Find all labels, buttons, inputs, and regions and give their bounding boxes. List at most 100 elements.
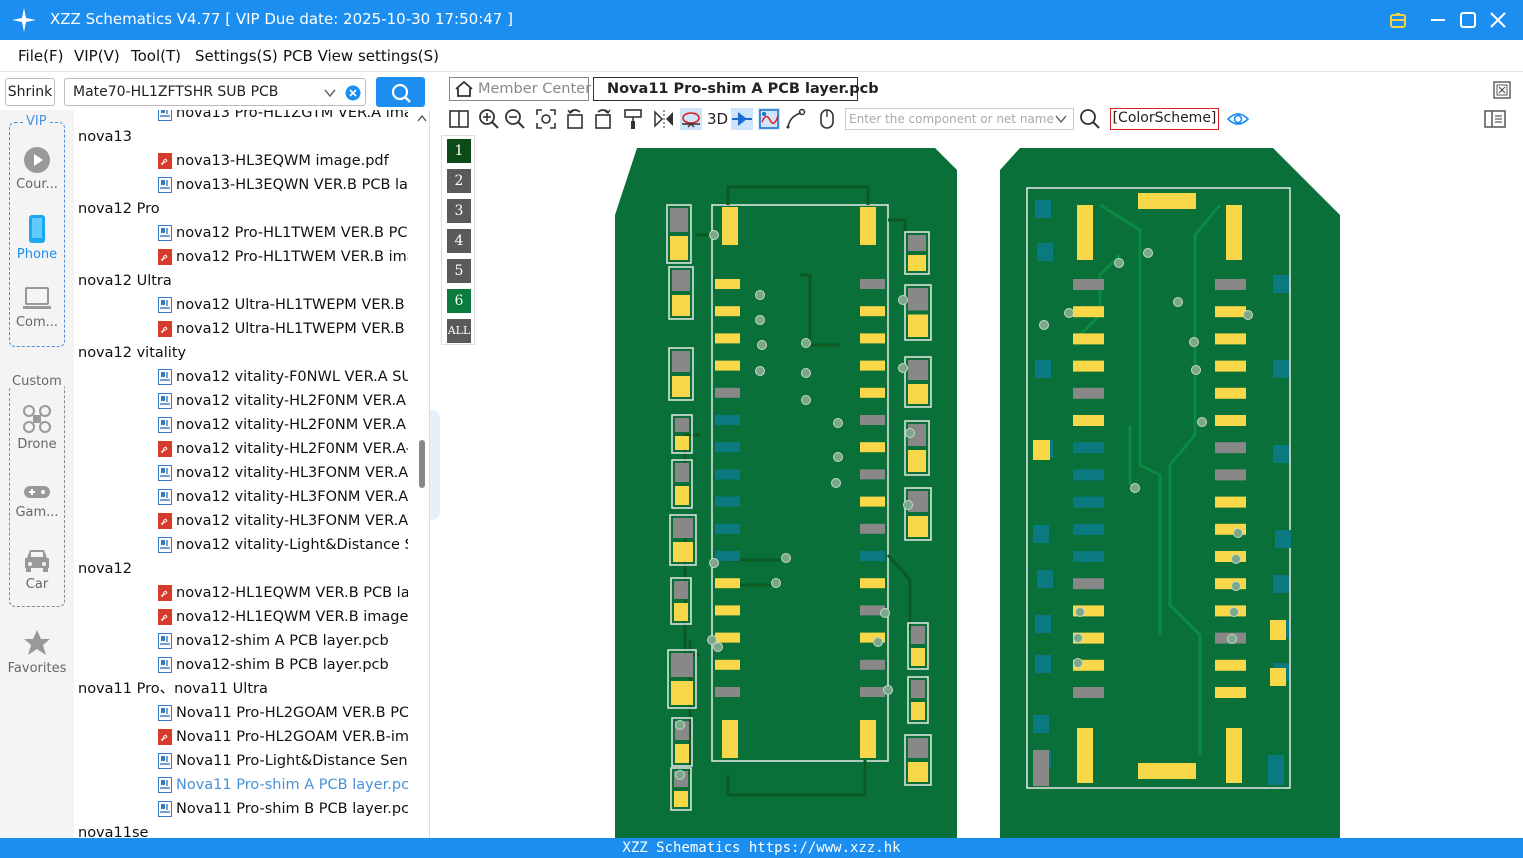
maximize-icon[interactable] [1458,10,1478,30]
tree-file[interactable]: nova12 Pro-HL1TWEM VER.B PCB l [158,221,408,245]
net-search-input[interactable]: Enter the component or net name [845,108,1074,130]
pcb-search-select[interactable]: Mate70-HL1ZFTSHR SUB PCB [64,78,366,106]
layer-button-2[interactable]: 2 [447,169,471,193]
rail-item-game[interactable]: Gam... [0,482,74,520]
search-button[interactable] [376,77,425,107]
tree-file[interactable]: nova13-HL3EQWN VER.B PCB layer [158,173,408,197]
flip-board-icon[interactable] [680,108,702,130]
pcb-pad [860,687,885,697]
layer-button-5[interactable]: 5 [447,259,471,283]
rail-item-drone[interactable]: Drone [0,404,74,452]
rail-item-phone[interactable]: Phone [0,214,74,262]
tab-member-center[interactable]: Member Center [449,77,591,101]
tree-label: nova11se [78,825,149,840]
menu-vip[interactable]: VIP(V) [74,47,120,65]
layer-button-6[interactable]: 6 [447,289,471,313]
tree-file[interactable]: nova12 vitality-F0NWL VER.A SUB I [158,365,408,389]
pcb-via [713,642,723,652]
fit-screen-icon[interactable] [535,108,557,130]
rotate-right-icon[interactable] [592,108,614,130]
split-view-icon[interactable] [448,108,470,130]
tree-label: Nova11 Pro-HL2GOAM VER.B-imag [176,729,408,745]
mirror-icon[interactable] [653,108,675,130]
menu-file[interactable]: File(F) [18,47,64,65]
tree-file[interactable]: nova12 vitality-HL3FONM VER.A-ir [158,509,408,533]
chevron-up-icon[interactable] [417,114,427,122]
menu-settings[interactable]: Settings(S) [195,47,278,65]
tree-group[interactable]: nova13 [74,125,342,149]
layer-button-1[interactable]: 1 [447,139,471,163]
pcb-canvas[interactable] [480,135,1523,838]
tree-file[interactable]: Nova11 Pro-HL2GOAM VER.B PCB [158,701,408,725]
close-all-tabs-icon[interactable] [1493,81,1511,99]
pcb-via [755,315,765,325]
tree-file[interactable]: nova12 vitality-HL2F0NM VER.A M [158,413,408,437]
favorites-item[interactable]: Favorites [0,628,74,676]
pcb-pad [671,653,693,677]
eye-icon[interactable] [1227,108,1249,130]
chevron-down-icon[interactable] [1054,113,1068,125]
menu-pcb-view-settings[interactable]: PCB View settings(S) [283,47,439,65]
tree-file[interactable]: nova12 vitality-HL3FONM VER.A P( [158,485,408,509]
tree-scroll-thumb[interactable] [419,440,425,488]
phone-icon [29,215,45,243]
close-icon[interactable] [1488,10,1508,30]
tree-file[interactable]: nova12 Ultra-HL1TWEPM VER.B PC [158,293,408,317]
tree-file[interactable]: Nova11 Pro-HL2GOAM VER.B-imag [158,725,408,749]
layer-button-all[interactable]: ALL [447,319,471,343]
tab-active-file[interactable]: Nova11 Pro-shim A PCB layer.pcb [593,77,879,101]
side-panel-icon[interactable] [1484,108,1506,130]
pcb-pad [1073,605,1104,617]
chevron-down-icon[interactable] [323,86,337,100]
tree-file[interactable]: nova12-shim B PCB layer.pcb [158,653,408,677]
menu-tool[interactable]: Tool(T) [131,47,182,65]
tree-file[interactable]: Nova11 Pro-shim B PCB layer.pcb [158,797,408,821]
rail-item-computer[interactable]: Com... [0,286,74,330]
tree-file[interactable]: nova12 vitality-HL2F0NM VER.A M [158,389,408,413]
tree-file[interactable]: nova12 vitality-HL2F0NM VER.A-im [158,437,408,461]
tree-file[interactable]: Nova11 Pro-shim A PCB layer.pcb [158,773,408,797]
draw-line-icon[interactable] [785,108,807,130]
tree-group[interactable]: nova12 [74,557,342,581]
tree-file[interactable]: nova12 vitality-Light&Distance Ser [158,533,408,557]
net-trace-icon[interactable] [758,108,780,130]
tree-scrollbar[interactable] [414,110,430,840]
rail-item-car[interactable]: Car [0,546,74,592]
pcb-via [1191,365,1201,375]
zoom-in-icon[interactable] [478,108,500,130]
tree-file[interactable]: nova13-HL3EQWM image.pdf [158,149,408,173]
tree-file[interactable]: nova12 Pro-HL1TWEM VER.B imag [158,245,408,269]
rail-item-label: Com... [15,315,59,330]
net-search-icon[interactable] [1079,108,1101,130]
tree-file[interactable]: nova12 vitality-HL3FONM VER.A M [158,461,408,485]
layer-button-4[interactable]: 4 [447,229,471,253]
collapse-panel-handle[interactable] [430,410,440,520]
vip-box-icon[interactable] [1388,10,1408,30]
paint-brush-icon[interactable] [622,108,644,130]
tree-file[interactable]: nova12-HL1EQWM VER.B PCB laye [158,581,408,605]
tree-file[interactable]: nova12-HL1EQWM VER.B image.p( [158,605,408,629]
rotate-left-icon[interactable] [564,108,586,130]
tree-group[interactable]: nova12 vitality [74,341,342,365]
tree-group[interactable]: nova11 Pro、nova11 Ultra [74,677,342,701]
pcb-pad [1073,442,1104,454]
tree-file[interactable]: nova13 Pro-HL1ZGTM VER.A imag [158,110,408,125]
tree-group[interactable]: nova12 Pro [74,197,342,221]
tree-file[interactable]: nova12 Ultra-HL1TWEPM VER.B im [158,317,408,341]
tree-file[interactable]: nova12-shim A PCB layer.pcb [158,629,408,653]
minimize-icon[interactable] [1428,10,1448,30]
tree-file[interactable]: Nova11 Pro-Light&Distance Senso [158,749,408,773]
shrink-button[interactable]: Shrink [5,78,55,106]
pin-highlight-icon[interactable] [731,108,753,130]
component-outline [666,204,692,264]
tree-group[interactable]: nova11se [74,821,342,840]
color-scheme-button[interactable]: [ColorScheme] [1110,108,1219,130]
3d-view-button[interactable]: 3D [707,110,729,128]
pcb-pad [1270,620,1286,640]
clear-icon[interactable] [345,85,361,101]
rail-item-course[interactable]: Cour... [0,146,74,192]
mouse-icon[interactable] [816,108,838,130]
layer-button-3[interactable]: 3 [447,199,471,223]
tree-group[interactable]: nova12 Ultra [74,269,342,293]
zoom-out-icon[interactable] [504,108,526,130]
